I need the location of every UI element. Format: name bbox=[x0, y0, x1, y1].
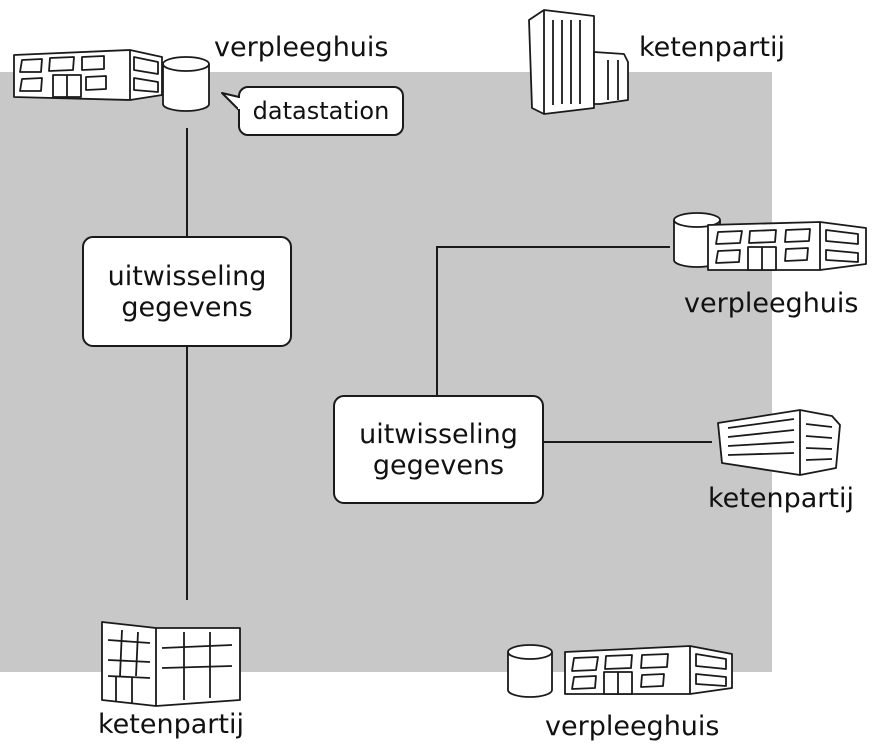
nursing-home-icon bbox=[564, 645, 733, 695]
datastation-label: datastation bbox=[252, 97, 390, 125]
label-ketenpartij-top: ketenpartij bbox=[639, 32, 785, 63]
connector-exchange-2-to-right-home bbox=[436, 246, 670, 395]
label-verpleeghuis-right: verpleeghuis bbox=[684, 288, 859, 319]
label-verpleeghuis-bottom: verpleeghuis bbox=[545, 711, 720, 742]
exchange-box-1: uitwisseling gegevens bbox=[82, 236, 292, 347]
tower-building-icon bbox=[528, 9, 629, 115]
bubble-tail-join bbox=[238, 98, 242, 109]
exchange-box-1-line1: uitwisseling bbox=[107, 260, 267, 292]
exchange-box-2-line2: gegevens bbox=[372, 449, 505, 481]
connectors bbox=[186, 128, 712, 600]
datastation-bubble: datastation bbox=[238, 86, 404, 136]
label-ketenpartij-bottom: ketenpartij bbox=[98, 709, 244, 740]
office-building-icon bbox=[717, 409, 841, 476]
exchange-box-2-line1: uitwisseling bbox=[359, 418, 518, 450]
nursing-home-icon bbox=[13, 49, 163, 101]
data-cylinder-icon bbox=[162, 56, 210, 112]
data-cylinder-icon bbox=[507, 644, 553, 698]
exchange-box-2: uitwisseling gegevens bbox=[333, 395, 544, 504]
label-ketenpartij-right: ketenpartij bbox=[708, 483, 854, 514]
shared-region bbox=[0, 72, 772, 672]
exchange-box-1-line2: gegevens bbox=[121, 291, 253, 323]
office-building-icon bbox=[101, 621, 241, 707]
label-verpleeghuis-top: verpleeghuis bbox=[214, 32, 389, 63]
nursing-home-icon bbox=[707, 221, 867, 271]
